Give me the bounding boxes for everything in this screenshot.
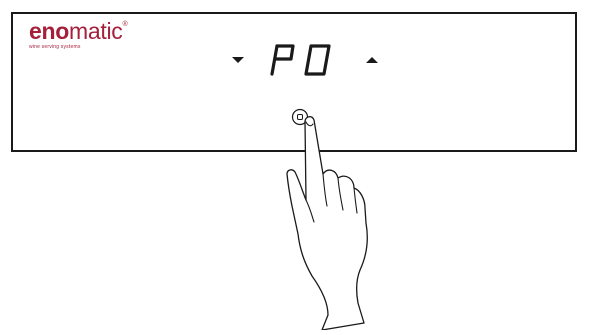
logo-eno: eno — [29, 18, 69, 44]
logo-tagline: wine serving systems — [29, 45, 127, 50]
segment-digits — [268, 43, 340, 77]
triangle-up-icon[interactable] — [366, 57, 378, 63]
pointing-hand-icon — [276, 110, 386, 335]
logo-matic: matic — [69, 18, 122, 44]
segment-char-0 — [306, 46, 329, 74]
segment-char-p — [272, 46, 293, 74]
triangle-down-icon[interactable] — [232, 57, 244, 63]
logo-registered-mark: ® — [122, 21, 127, 28]
logo-wordmark: enomatic® — [29, 20, 127, 43]
enomatic-logo: enomatic® wine serving systems — [29, 20, 127, 50]
hand-drawing — [276, 110, 386, 330]
seven-segment-display: P0 — [268, 43, 340, 82]
